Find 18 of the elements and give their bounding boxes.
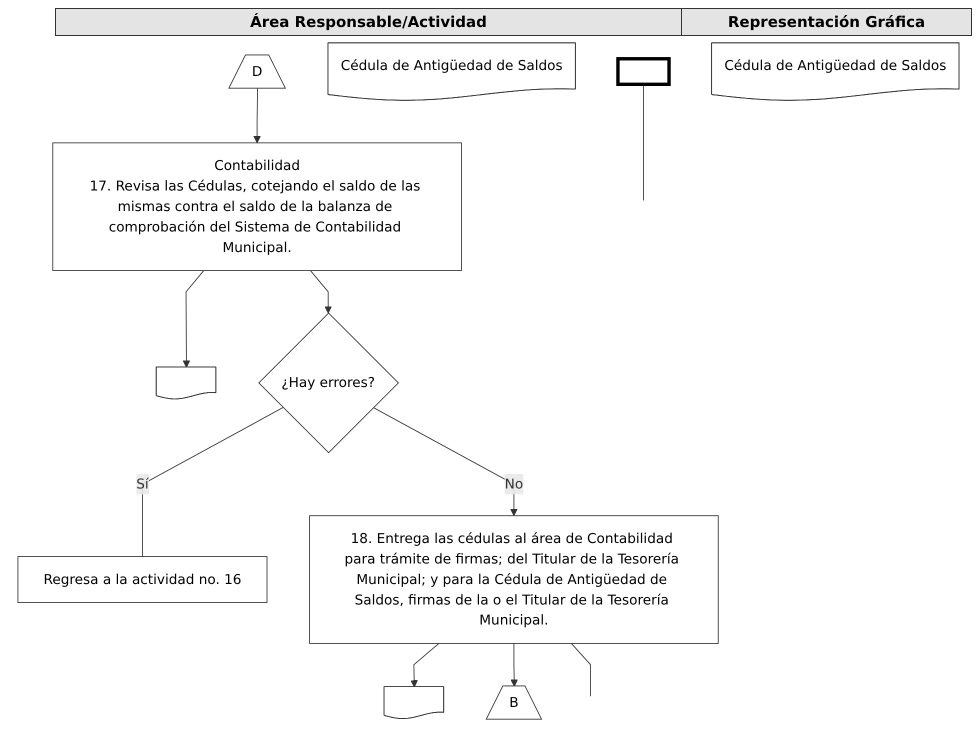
column-header: Representación Gráfica: [726, 12, 926, 33]
column-header: Área Responsable/Actividad: [56, 9, 682, 35]
arrow: [310, 270, 332, 314]
node-diamond: ¿Hay errores?: [258, 312, 399, 454]
arrow: [182, 270, 204, 368]
node-box: Contabilidad 17. Revisa las Cédulas, cotejando el saldo de las mismas contra el saldo de la balanza de comprobación del Sistema de Contabilidad Municipal.: [52, 142, 462, 271]
arrow: [253, 88, 261, 144]
arrow: [372, 407, 518, 516]
node-box: 18. Entrega las cédulas al área de Contabilidad para trámite de firmas; del Titular de la Tesorería Municipal; y para la Cédula de Antigüedad de Saldos, firmas de la o el Titular de la Tesorería Municipal.: [309, 515, 719, 644]
arrow: [510, 643, 518, 687]
connector: [570, 643, 591, 697]
connector: [142, 407, 284, 557]
arrow: [410, 643, 440, 688]
edge-label: No: [504, 476, 524, 492]
edge-label: Sí: [136, 476, 149, 492]
connector: [643, 84, 644, 201]
node-box: [616, 57, 671, 86]
node-box: Regresa a la actividad no. 16: [18, 556, 268, 603]
